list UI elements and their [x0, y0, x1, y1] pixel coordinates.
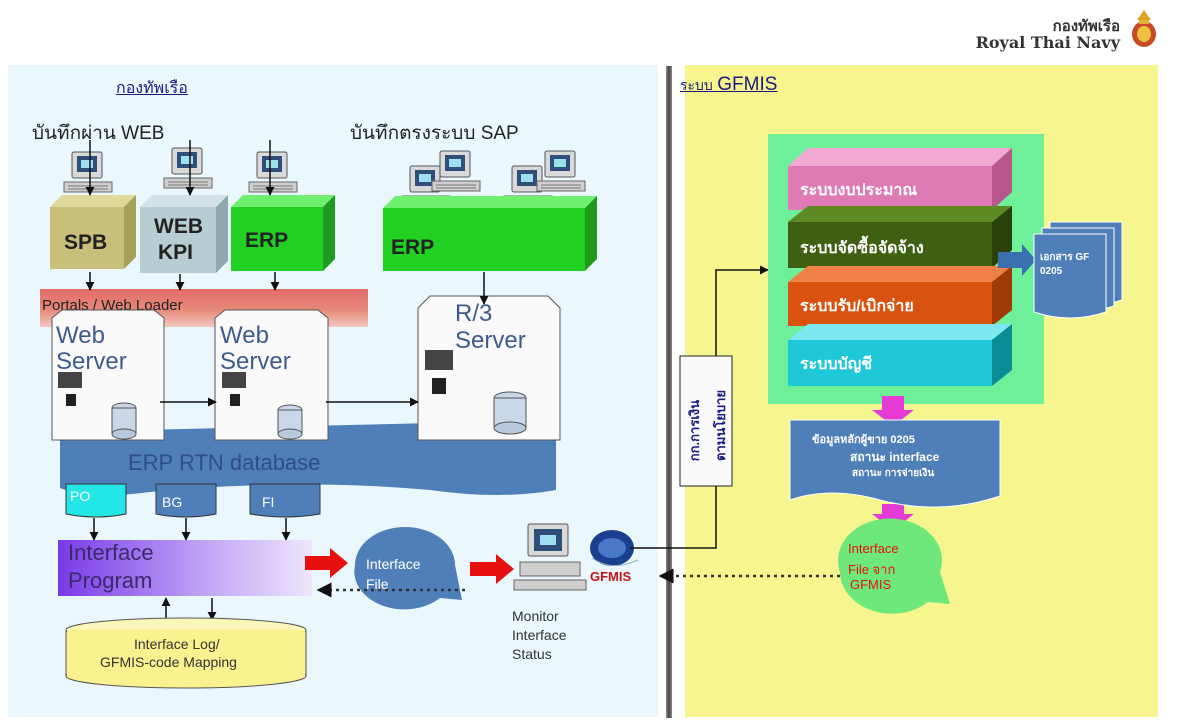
policy-vertical-label: ตามนโยบาย	[713, 390, 728, 461]
r3-server-label-line1: R/3	[455, 300, 493, 327]
navy-section-title: กองทัพเรือ	[116, 80, 188, 97]
procurement-system-box	[788, 206, 1012, 268]
r3-server	[417, 295, 561, 441]
interface-program-label-line2: Program	[68, 568, 153, 593]
web-server-2-label-line2: Server	[220, 348, 291, 375]
web-server-1-label-line2: Server	[56, 348, 127, 375]
bg-label: BG	[162, 494, 183, 510]
interface-file-label-line2: File	[366, 576, 389, 592]
magenta-arrow-2	[872, 504, 914, 530]
red-arrow-to-monitor	[470, 554, 514, 584]
budget-system-box	[788, 148, 1012, 210]
erp-rtn-database-label: ERP RTN database	[128, 450, 321, 475]
spb-label: SPB	[64, 231, 108, 254]
accounting-system-box	[788, 324, 1012, 386]
gf-doc-label-line1: เอกสาร GF	[1040, 252, 1090, 263]
vendor-master-label-line1: ข้อมูลหลักผู้ขาย 0205	[812, 434, 915, 446]
sap-entry-label: บันทึกตรงระบบ SAP	[350, 123, 519, 144]
payment-system-box	[788, 266, 1012, 326]
monitor-label-line3: Status	[512, 646, 552, 662]
gfmis-interface-file-bubble	[838, 518, 950, 614]
gf-0205-document-stack	[1033, 221, 1123, 319]
fi-label: FI	[262, 494, 275, 510]
red-arrow-to-file	[305, 548, 348, 578]
gfmis-globe-icon	[590, 530, 639, 566]
magenta-arrow-1	[872, 396, 914, 426]
finance-division-vertical-label: กก.การเงิน	[687, 400, 702, 462]
gfmis-interface-file-line1: Interface	[848, 541, 899, 556]
monitor-label-line1: Monitor	[512, 608, 559, 624]
bg-table	[155, 483, 217, 518]
gfmis-title-prefix: ระบบ	[680, 77, 713, 93]
gf-document-arrow	[998, 244, 1036, 276]
web-server-1-label-line1: Web	[56, 322, 105, 349]
interface-program-box	[58, 540, 312, 596]
po-table	[65, 483, 127, 518]
fi-table	[249, 483, 321, 518]
r3-server-label-line2: Server	[455, 327, 526, 354]
spb-module: SPB	[50, 195, 136, 269]
erp-module-web: ERP	[231, 195, 335, 271]
web-kpi-module: WEB KPI	[140, 195, 228, 273]
payment-system-label: ระบบรับ/เบิกจ่าย	[800, 298, 914, 315]
finance-policy-box	[679, 355, 733, 487]
interface-log-label-line2: GFMIS-code Mapping	[100, 654, 237, 670]
interface-program-label-line1: Interface	[68, 540, 154, 565]
interface-log-label-line1: Interface Log/	[134, 636, 220, 652]
erp-label-sap: ERP	[391, 236, 435, 259]
procurement-system-label: ระบบจัดซื้อจัดจ้าง	[800, 240, 924, 257]
web-entry-label: บันทึกผ่าน WEB	[32, 123, 165, 144]
po-label: PO	[70, 488, 91, 504]
gf-doc-label-line2: 0205	[1040, 266, 1063, 277]
gfmis-title-main: GFMIS	[717, 74, 778, 95]
erp-module-sap: ERP	[383, 196, 597, 271]
web-server-2-label-line1: Web	[220, 322, 269, 349]
vendor-master-label-line2: สถานะ interface	[850, 450, 940, 464]
gfmis-section-title: ระบบ GFMIS	[680, 74, 777, 97]
gfmis-interface-file-line3: GFMIS	[850, 577, 892, 592]
monitor-label-line2: Interface	[512, 627, 567, 643]
vendor-master-doc	[789, 419, 1001, 508]
web-kpi-label-line2: KPI	[158, 241, 194, 264]
navy-emblem-icon	[1127, 8, 1161, 50]
vendor-master-label-line3: สถานะ การจ่ายเงิน	[852, 468, 935, 479]
accounting-system-label: ระบบบัญชี	[800, 356, 873, 373]
erp-label-web: ERP	[245, 229, 289, 252]
header-org-english: Royal Thai Navy	[975, 33, 1120, 52]
web-server-1	[51, 309, 165, 441]
gfmis-interface-file-line2: File จาก	[848, 562, 896, 577]
budget-system-label: ระบบงบประมาณ	[800, 182, 918, 199]
gfmis-logo-label: GFMIS	[590, 569, 632, 584]
web-kpi-label-line1: WEB	[154, 215, 203, 238]
interface-log-cylinder	[65, 617, 307, 689]
header-org-thai: กองทัพเรือ	[1052, 17, 1120, 35]
interface-file-label-line1: Interface	[366, 556, 421, 572]
web-server-2	[214, 309, 329, 441]
panel-divider	[666, 66, 672, 718]
monitor-workstation-icon	[513, 523, 587, 591]
